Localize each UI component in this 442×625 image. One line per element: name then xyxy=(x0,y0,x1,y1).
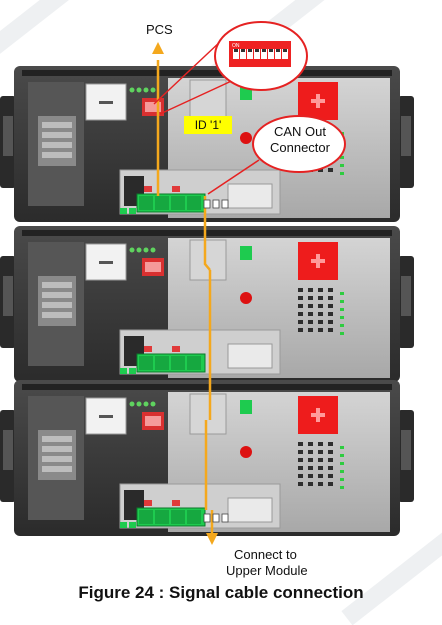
figure-caption: Figure 24 : Signal cable connection xyxy=(78,583,364,602)
can-chain-cable xyxy=(203,196,214,540)
battery-module-2 xyxy=(0,225,415,383)
id-label-text: ID '1' xyxy=(194,118,222,132)
connect-upper-label: Connect to Upper Module xyxy=(226,547,308,579)
dip-switch-header: ON xyxy=(232,43,240,49)
dip-switch-zoom: ON xyxy=(153,21,308,115)
can-out-label: CAN Out Connector xyxy=(262,124,338,156)
battery-module-1 xyxy=(0,65,415,223)
connect-upper-line2: Upper Module xyxy=(226,563,308,578)
can-out-label-line1: CAN Out xyxy=(273,124,326,139)
pcs-arrow-icon xyxy=(152,42,164,54)
connect-upper-line1: Connect to xyxy=(234,547,297,562)
connect-up-arrow-icon xyxy=(206,533,218,545)
can-out-label-line2: Connector xyxy=(270,140,330,155)
pcs-label: PCS xyxy=(146,22,173,37)
can-out-callout xyxy=(207,115,346,195)
id-label: ID '1' xyxy=(184,116,232,134)
